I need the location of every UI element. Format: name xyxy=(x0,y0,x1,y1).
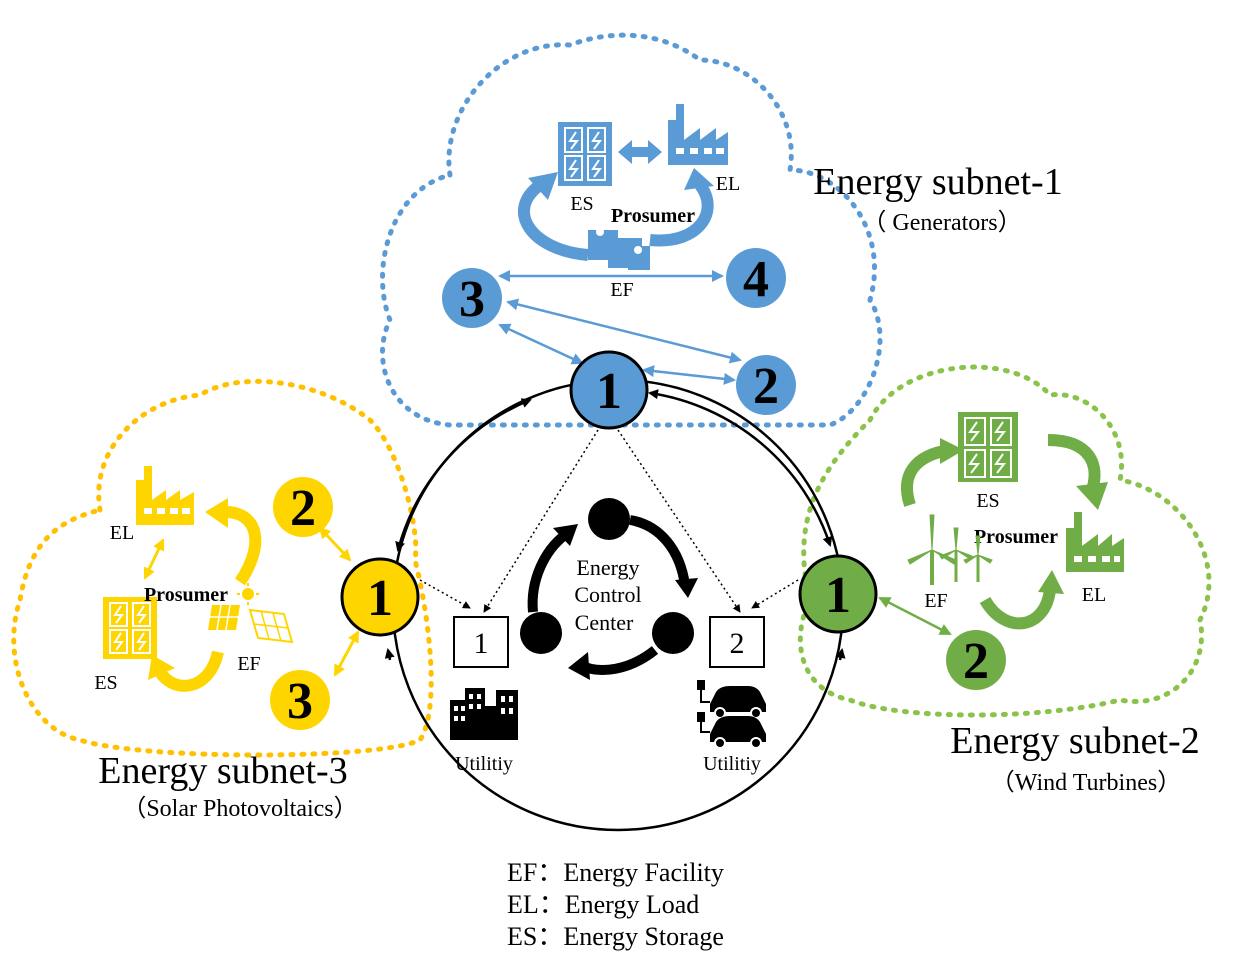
utility-1-number: 1 xyxy=(474,627,489,660)
subnet1-node-1[interactable]: 1 xyxy=(569,350,649,430)
utility-1: 1 Utilitiy xyxy=(450,616,518,775)
energy-storage-icon xyxy=(558,122,612,186)
svg-text:4: 4 xyxy=(743,251,769,308)
subnet3-ef-label: EF xyxy=(237,653,260,675)
subnet1-node-3[interactable]: 3 xyxy=(442,268,502,328)
link-3-1 xyxy=(498,323,584,365)
legend: EF：Energy Facility EL：Energy Load ES：Ene… xyxy=(507,858,724,951)
subnet1-ef-label: EF xyxy=(610,279,633,301)
electric-car-icon xyxy=(697,680,766,749)
svg-text:1: 1 xyxy=(367,570,393,627)
cycle-arrow-top xyxy=(221,505,262,586)
subnet3: EL ES Prosumer xyxy=(94,466,420,822)
ring-arrow-top-left xyxy=(395,398,532,552)
subnet3-cloud xyxy=(11,378,434,758)
subnet1-es-label: ES xyxy=(570,193,593,215)
cycle-arrow-bottom xyxy=(979,588,1056,630)
subnet1-cloud xyxy=(380,32,883,428)
utility-2-number: 2 xyxy=(730,627,745,660)
subnet1-el-label: EL xyxy=(716,173,740,195)
svg-text:2: 2 xyxy=(290,480,316,537)
subnet2-subtitle: （Wind Turbines） xyxy=(991,770,1181,796)
subnet1: ES EL Prosumer EF xyxy=(442,104,1063,430)
center-label-3: Center xyxy=(575,610,634,635)
ring-arrow-bottom-left xyxy=(384,648,395,661)
subnet1-node-4[interactable]: 4 xyxy=(726,248,786,308)
subnet3-node-1[interactable]: 1 xyxy=(340,557,420,637)
subnet3-node-2[interactable]: 2 xyxy=(273,477,333,537)
dotted-link-3 xyxy=(419,579,471,609)
link-1-3 xyxy=(333,630,360,677)
subnet3-title: Energy subnet-3 xyxy=(98,750,347,792)
legend-ef: EF：Energy Facility xyxy=(507,858,724,887)
utility-2-label: Utilitiy xyxy=(703,753,761,775)
wind-turbine-icon xyxy=(907,514,993,585)
subnet1-node-2[interactable]: 2 xyxy=(736,355,796,415)
energy-control-center: Energy Control Center xyxy=(520,498,698,680)
link-el-es xyxy=(143,538,165,580)
subnet2-node-2[interactable]: 2 xyxy=(946,630,1006,690)
subnet2-node-1[interactable]: 1 xyxy=(798,554,878,634)
factory-icon xyxy=(668,104,728,165)
energy-storage-icon xyxy=(958,412,1018,482)
dotted-link-4 xyxy=(751,579,799,609)
subnet1-prosumer-label: Prosumer xyxy=(611,205,695,227)
utility-1-label: Utilitiy xyxy=(455,753,513,775)
subnet2-es-label: ES xyxy=(976,490,999,512)
double-arrow-icon xyxy=(618,140,662,164)
cycle-arrow-right xyxy=(649,181,714,247)
subnet2-cloud xyxy=(797,364,1212,718)
subnet2-title: Energy subnet-2 xyxy=(950,720,1199,762)
cycle-arrow-bottom xyxy=(154,650,224,692)
svg-text:3: 3 xyxy=(459,271,485,328)
legend-el: EL：Energy Load xyxy=(507,890,699,919)
svg-text:1: 1 xyxy=(596,363,622,420)
subnet3-el-label: EL xyxy=(110,522,134,544)
subnet3-subtitle: （Solar Photovoltaics） xyxy=(122,796,357,822)
link-3-2 xyxy=(506,298,742,364)
subnet3-prosumer-label: Prosumer xyxy=(144,584,228,606)
subnet2-prosumer-label: Prosumer xyxy=(974,526,1058,548)
buildings-icon xyxy=(450,688,518,740)
svg-text:3: 3 xyxy=(287,673,313,730)
legend-es: ES：Energy Storage xyxy=(507,922,724,951)
subnet2-ef-label: EF xyxy=(924,590,947,612)
svg-text:1: 1 xyxy=(825,567,851,624)
utility-2: 2 Utilitiy xyxy=(697,616,766,775)
subnet1-title: Energy subnet-1 xyxy=(813,161,1062,203)
generator-icon xyxy=(588,228,650,270)
link-1-2 xyxy=(642,365,736,385)
svg-text:2: 2 xyxy=(963,633,989,690)
subnet2-el-label: EL xyxy=(1082,584,1106,606)
cycle-arrow-left xyxy=(517,180,589,261)
subnet2: ES Prosumer EF xyxy=(798,412,1200,796)
solar-panel-icon xyxy=(208,583,294,644)
factory-icon xyxy=(1066,512,1124,572)
factory-icon xyxy=(136,466,194,525)
subnet3-es-label: ES xyxy=(94,672,117,694)
center-label-1: Energy xyxy=(576,555,639,580)
subnet1-subtitle: （ Generators） xyxy=(862,210,1021,236)
subnet3-node-3[interactable]: 3 xyxy=(270,670,330,730)
ring-arrow-bottom-right xyxy=(835,648,846,661)
dotted-link-2 xyxy=(617,429,741,613)
svg-text:2: 2 xyxy=(753,358,779,415)
center-label-2: Control xyxy=(574,582,641,607)
link-1-2 xyxy=(878,596,952,636)
ring-arrow-top-right xyxy=(648,389,833,547)
dotted-link-1 xyxy=(483,429,599,613)
cycle-arrow-top-right xyxy=(1047,434,1101,492)
energy-storage-icon xyxy=(103,597,157,659)
link-1-2 xyxy=(318,526,352,562)
